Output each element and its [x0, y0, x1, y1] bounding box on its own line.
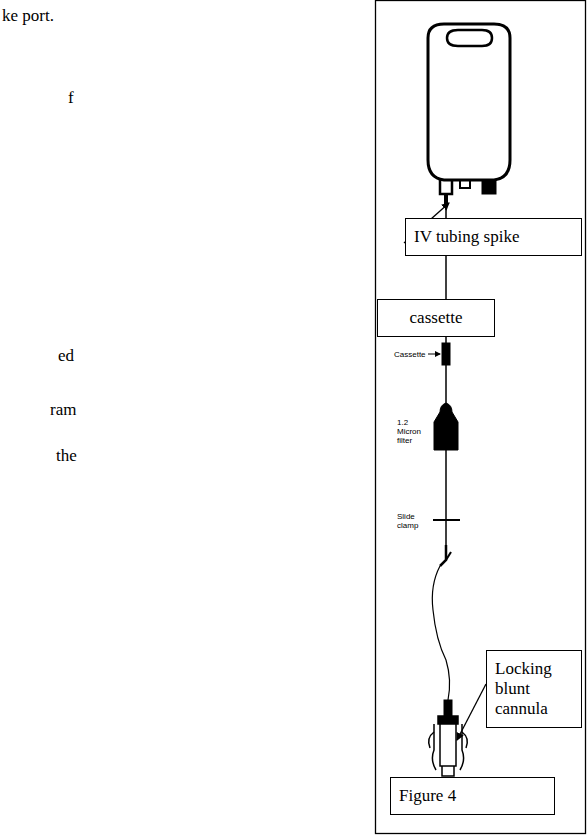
text-fragment: f [68, 88, 74, 108]
text-fragment: the [56, 446, 77, 466]
callout-box: Locking blunt cannula [486, 650, 582, 728]
callout-box: cassette [377, 299, 495, 337]
micron-filter [434, 403, 458, 450]
text-fragment: ram [50, 400, 76, 420]
part-label: Slide clamp [397, 512, 423, 530]
callout-text: Locking blunt cannula [495, 659, 573, 719]
panel-frame [376, 1, 586, 834]
blunt-cannula [429, 716, 468, 776]
callout-box: Figure 4 [390, 777, 555, 815]
iv-tubing [432, 194, 460, 716]
cassette-part [442, 343, 450, 365]
iv-bag [428, 24, 510, 194]
y-site [440, 545, 446, 566]
text-fragment: ed [58, 346, 74, 366]
callout-text: cassette [386, 308, 486, 328]
callout-box: IV tubing spike [405, 218, 582, 256]
part-label: Cassette [394, 350, 428, 359]
leader-line [428, 354, 440, 355]
callout-text: Figure 4 [399, 786, 546, 806]
text-fragment: ke port. [2, 6, 54, 26]
leader-line [457, 684, 486, 740]
slide-clamp [433, 519, 460, 521]
callout-text: IV tubing spike [414, 227, 573, 247]
part-label: 1.2 Micron filter [397, 418, 427, 445]
